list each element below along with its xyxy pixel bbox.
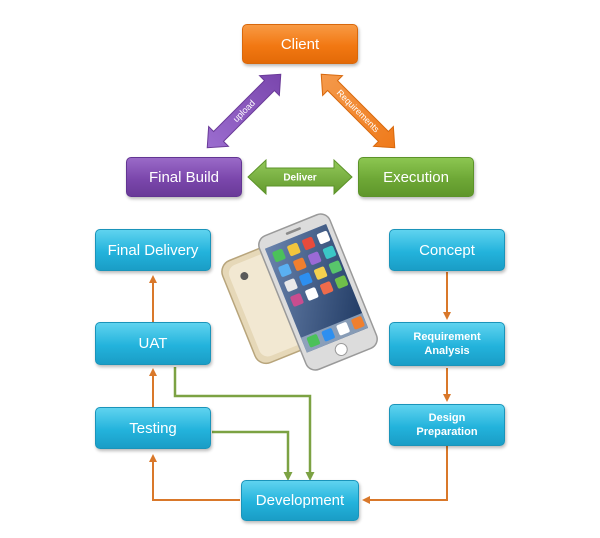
client-box: Client [242, 24, 358, 64]
client-label: Client [280, 35, 320, 53]
requirements-double-arrow: Requirements [320, 73, 396, 149]
smartphone-image [221, 213, 378, 371]
final-delivery-box: Final Delivery [95, 229, 211, 271]
final-build-box: Final Build [126, 157, 242, 197]
arrow-uat-to-development [173, 367, 315, 481]
arrow-design-to-development [362, 446, 448, 504]
deliver-double-arrow: Deliver [247, 158, 353, 196]
testing-label: Testing [129, 419, 177, 437]
execution-label: Execution [383, 168, 449, 186]
upload-double-arrow: upload [206, 73, 282, 149]
testing-box: Testing [95, 407, 211, 449]
final-build-label: Final Build [148, 168, 220, 186]
requirement-analysis-label: Requirement Analysis [413, 331, 481, 357]
execution-box: Execution [358, 157, 474, 197]
arrow-testing-to-development [212, 430, 293, 481]
requirements-label: Requirements [335, 88, 382, 135]
final-delivery-label: Final Delivery [107, 241, 199, 259]
uat-label: UAT [138, 335, 168, 352]
design-preparation-box: Design Preparation [389, 404, 505, 446]
concept-label: Concept [419, 241, 475, 259]
arrow-development-to-testing [149, 454, 240, 501]
development-label: Development [255, 492, 345, 509]
design-preparation-label: Design Preparation [416, 412, 478, 438]
uat-box: UAT [95, 322, 211, 365]
development-box: Development [241, 480, 359, 521]
deliver-label: Deliver [283, 173, 316, 184]
requirement-analysis-box: Requirement Analysis [389, 322, 505, 366]
concept-box: Concept [389, 229, 505, 271]
